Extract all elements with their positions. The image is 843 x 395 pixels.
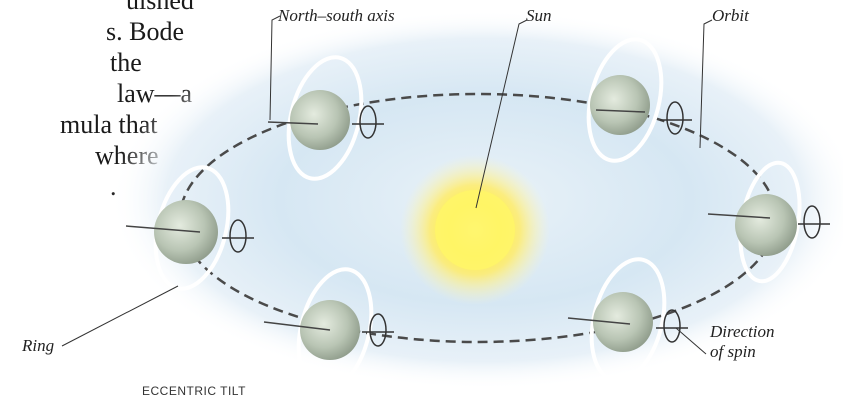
- planet-left: [125, 165, 254, 291]
- leader-line-direction: [675, 327, 707, 355]
- planet-body: [735, 194, 797, 256]
- label-direction-line2: of spin: [710, 342, 756, 361]
- spin-arrow-icon: [666, 101, 684, 135]
- leader-line-sun: [475, 19, 528, 209]
- planet-body: [593, 292, 653, 352]
- planet-bottom-left: [263, 267, 394, 393]
- text-line: s. Bode: [106, 17, 184, 46]
- planet-bottom-right: [567, 257, 688, 383]
- planet-body: [154, 200, 218, 264]
- spin-arrow-icon: [663, 309, 681, 343]
- spin-arrow-icon: [803, 205, 821, 239]
- axis-line: [125, 225, 201, 233]
- axis-line: [595, 109, 646, 113]
- ring: [586, 37, 664, 163]
- label-sun: Sun: [526, 6, 552, 25]
- planet-body: [590, 75, 650, 135]
- label-orbit: Orbit: [712, 6, 749, 25]
- leader-line-axis: [269, 15, 281, 121]
- axis-line: [267, 121, 319, 125]
- text-line: the: [110, 48, 142, 77]
- text-line: uished: [126, 0, 194, 15]
- axis-line: [263, 321, 331, 331]
- axis-line: [707, 213, 771, 219]
- leader-line-orbit: [699, 19, 713, 149]
- spin-arrow-icon: [369, 313, 387, 347]
- sun: [435, 190, 515, 270]
- planet-body: [290, 90, 350, 150]
- axis-line: [567, 317, 631, 325]
- label-north-south-axis: North–south axis: [278, 6, 395, 25]
- label-direction-of-spin: Direction of spin: [710, 322, 775, 362]
- label-ring: Ring: [22, 336, 55, 355]
- planet-top-right: [586, 37, 692, 163]
- spin-arrow-icon: [359, 105, 377, 139]
- planet-top-left: [267, 55, 384, 181]
- spin-arrow-icon: [229, 219, 247, 253]
- planet-right: [707, 160, 830, 284]
- leader-line-ring: [61, 285, 179, 347]
- figure-caption: ECCENTRIC TILT: [142, 384, 246, 395]
- label-direction-line1: Direction: [710, 322, 775, 341]
